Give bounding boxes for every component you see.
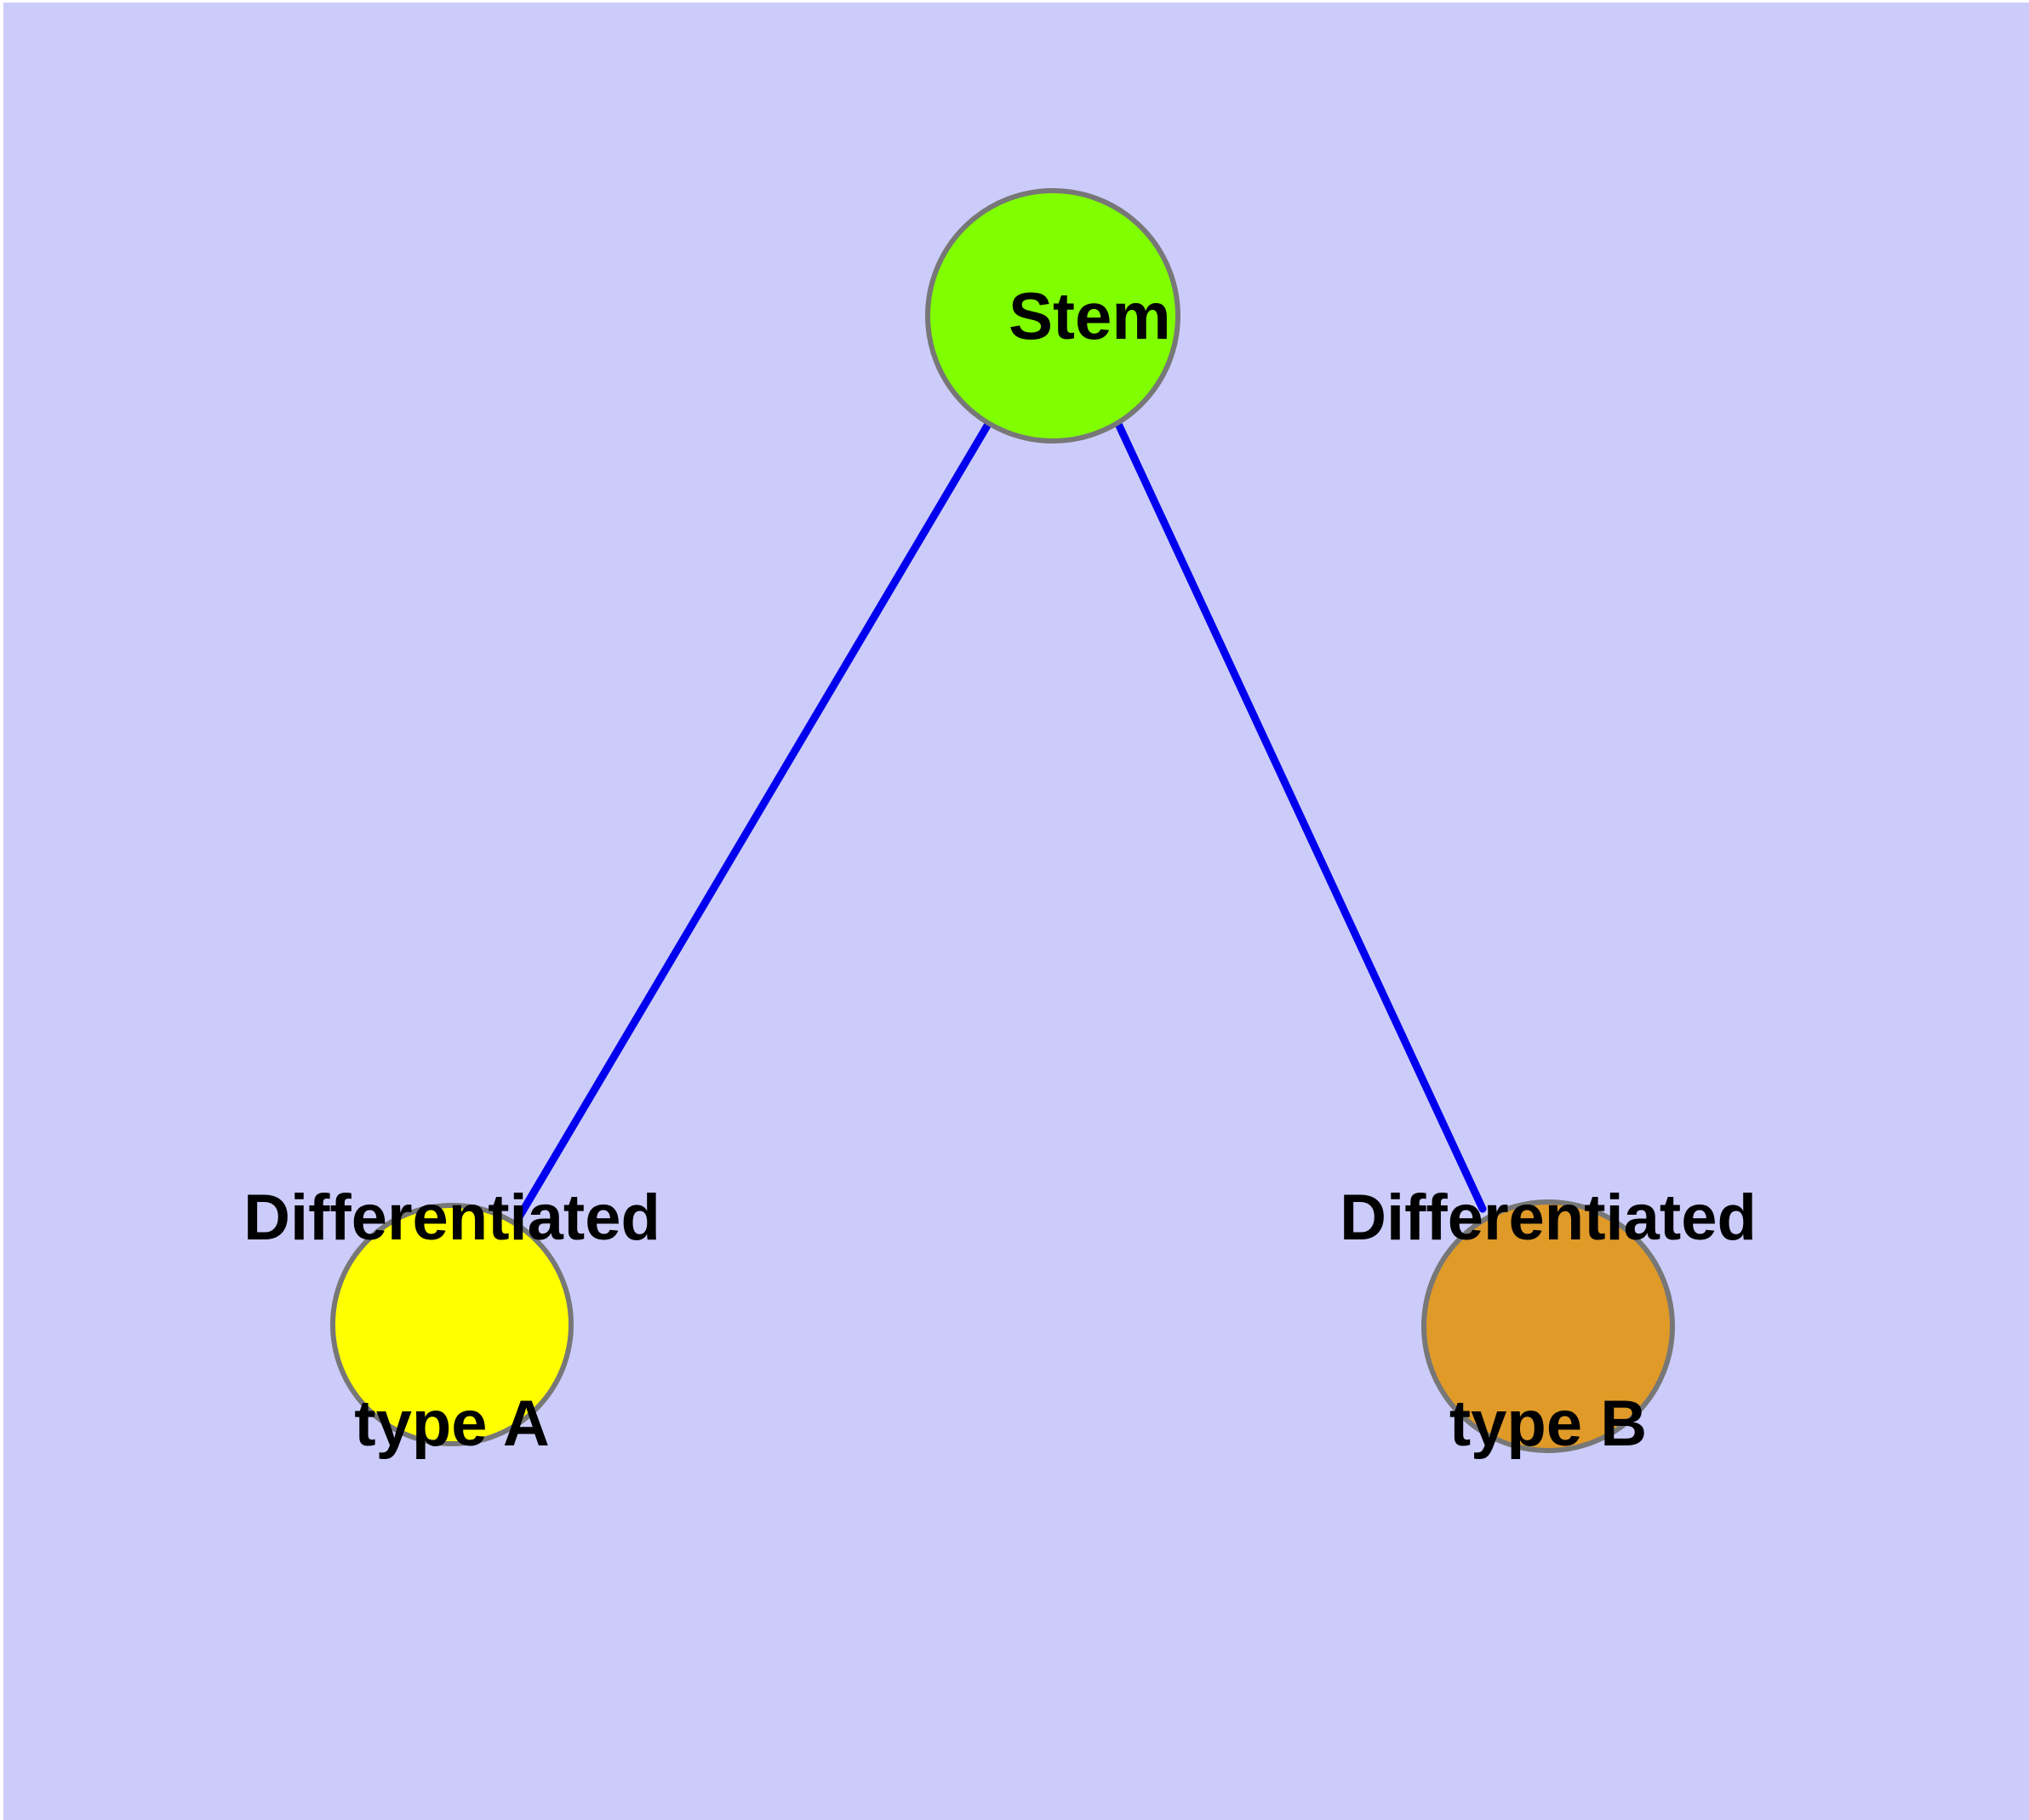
edge-layer: [513, 421, 1487, 1224]
node-layer: [330, 188, 1675, 1453]
node-stem[interactable]: [925, 188, 1180, 444]
edge-stem-to-type-b[interactable]: [1115, 421, 1487, 1213]
edge-stem-to-type-a[interactable]: [513, 421, 992, 1224]
node-type-b[interactable]: [1421, 1199, 1675, 1453]
node-type-a[interactable]: [330, 1203, 574, 1446]
